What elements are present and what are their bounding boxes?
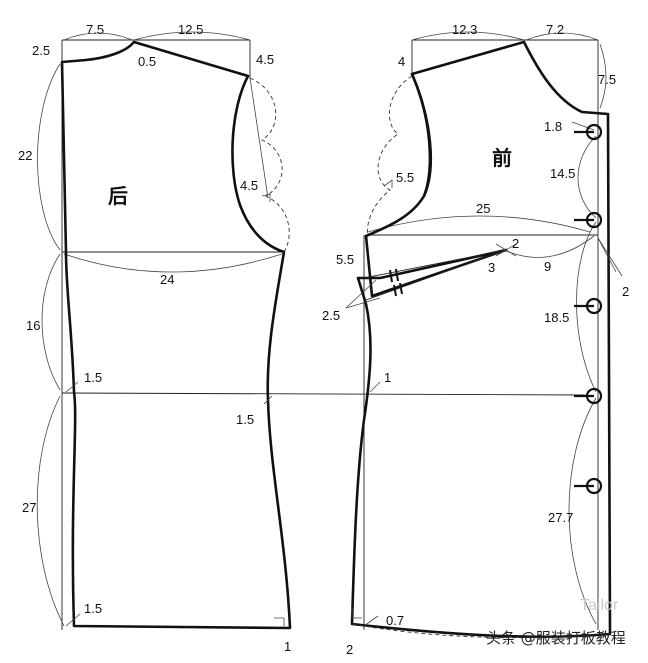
- back-shoulder-width-label: 12.5: [178, 22, 203, 37]
- front-dart-widths-label: 2.5: [322, 308, 340, 323]
- back-hem-mark-label: 1: [284, 639, 291, 654]
- button-1: [574, 123, 603, 141]
- back-neck-rise-label: 2.5: [32, 43, 50, 58]
- back-shoulder-drop-label: 4.5: [256, 52, 274, 67]
- front-button-offset-label: 1.8: [544, 119, 562, 134]
- front-waist-in-label: 1: [384, 370, 391, 385]
- back-hip-length-label: 27: [22, 500, 36, 515]
- front-button-spacing-1-label: 14.5: [550, 166, 575, 181]
- button-4: [574, 387, 603, 405]
- front-shoulder-drop-label: 4: [398, 54, 405, 69]
- watermark-faint: Tailor: [580, 597, 619, 614]
- front-dart-distance-label: 9: [544, 259, 551, 274]
- button-2: [574, 211, 603, 229]
- front-piece: 前 12.3 7.2 4 7.5 1.8 14.5 5.5 25 2 3 5.5…: [322, 22, 629, 657]
- button-3: [574, 297, 603, 315]
- back-armhole-depth-label: 22: [18, 148, 32, 163]
- front-dart-intake-label: 3: [488, 260, 495, 275]
- front-placket-label: 2: [622, 284, 629, 299]
- back-hem-in-label: 1.5: [84, 601, 102, 616]
- front-hem-mark-label: 2: [346, 642, 353, 657]
- back-armhole-guide-label: 4.5: [240, 178, 258, 193]
- watermark-text: 头条 @服装打板教程: [486, 629, 626, 647]
- back-side-waist-in-label: 1.5: [236, 412, 254, 427]
- back-waist-in-label: 1.5: [84, 370, 102, 385]
- back-bust-width-label: 24: [160, 272, 174, 287]
- front-hem-side-label: 0.7: [386, 613, 404, 628]
- back-waist-length-label: 16: [26, 318, 40, 333]
- front-shoulder-width-label: 12.3: [452, 22, 477, 37]
- back-piece: 后 7.5 12.5 2.5 0.5 4.5 22 4.5 24 16 1.5 …: [18, 22, 586, 654]
- front-button-spacing-3-label: 27.7: [548, 510, 573, 525]
- front-button-spacing-2-label: 18.5: [544, 310, 569, 325]
- front-neck-depth-label: 7.5: [598, 72, 616, 87]
- back-neck-width-label: 7.5: [86, 22, 104, 37]
- front-neck-width-label: 7.2: [546, 22, 564, 37]
- front-bust-width-label: 25: [476, 201, 490, 216]
- front-title: 前: [492, 146, 512, 170]
- back-neck-drop-label: 0.5: [138, 54, 156, 69]
- back-title: 后: [108, 184, 128, 208]
- button-5: [574, 477, 603, 495]
- front-armhole-guide-label: 5.5: [396, 170, 414, 185]
- front-side-drop-label: 5.5: [336, 252, 354, 267]
- front-dart-point-label: 2: [512, 236, 519, 251]
